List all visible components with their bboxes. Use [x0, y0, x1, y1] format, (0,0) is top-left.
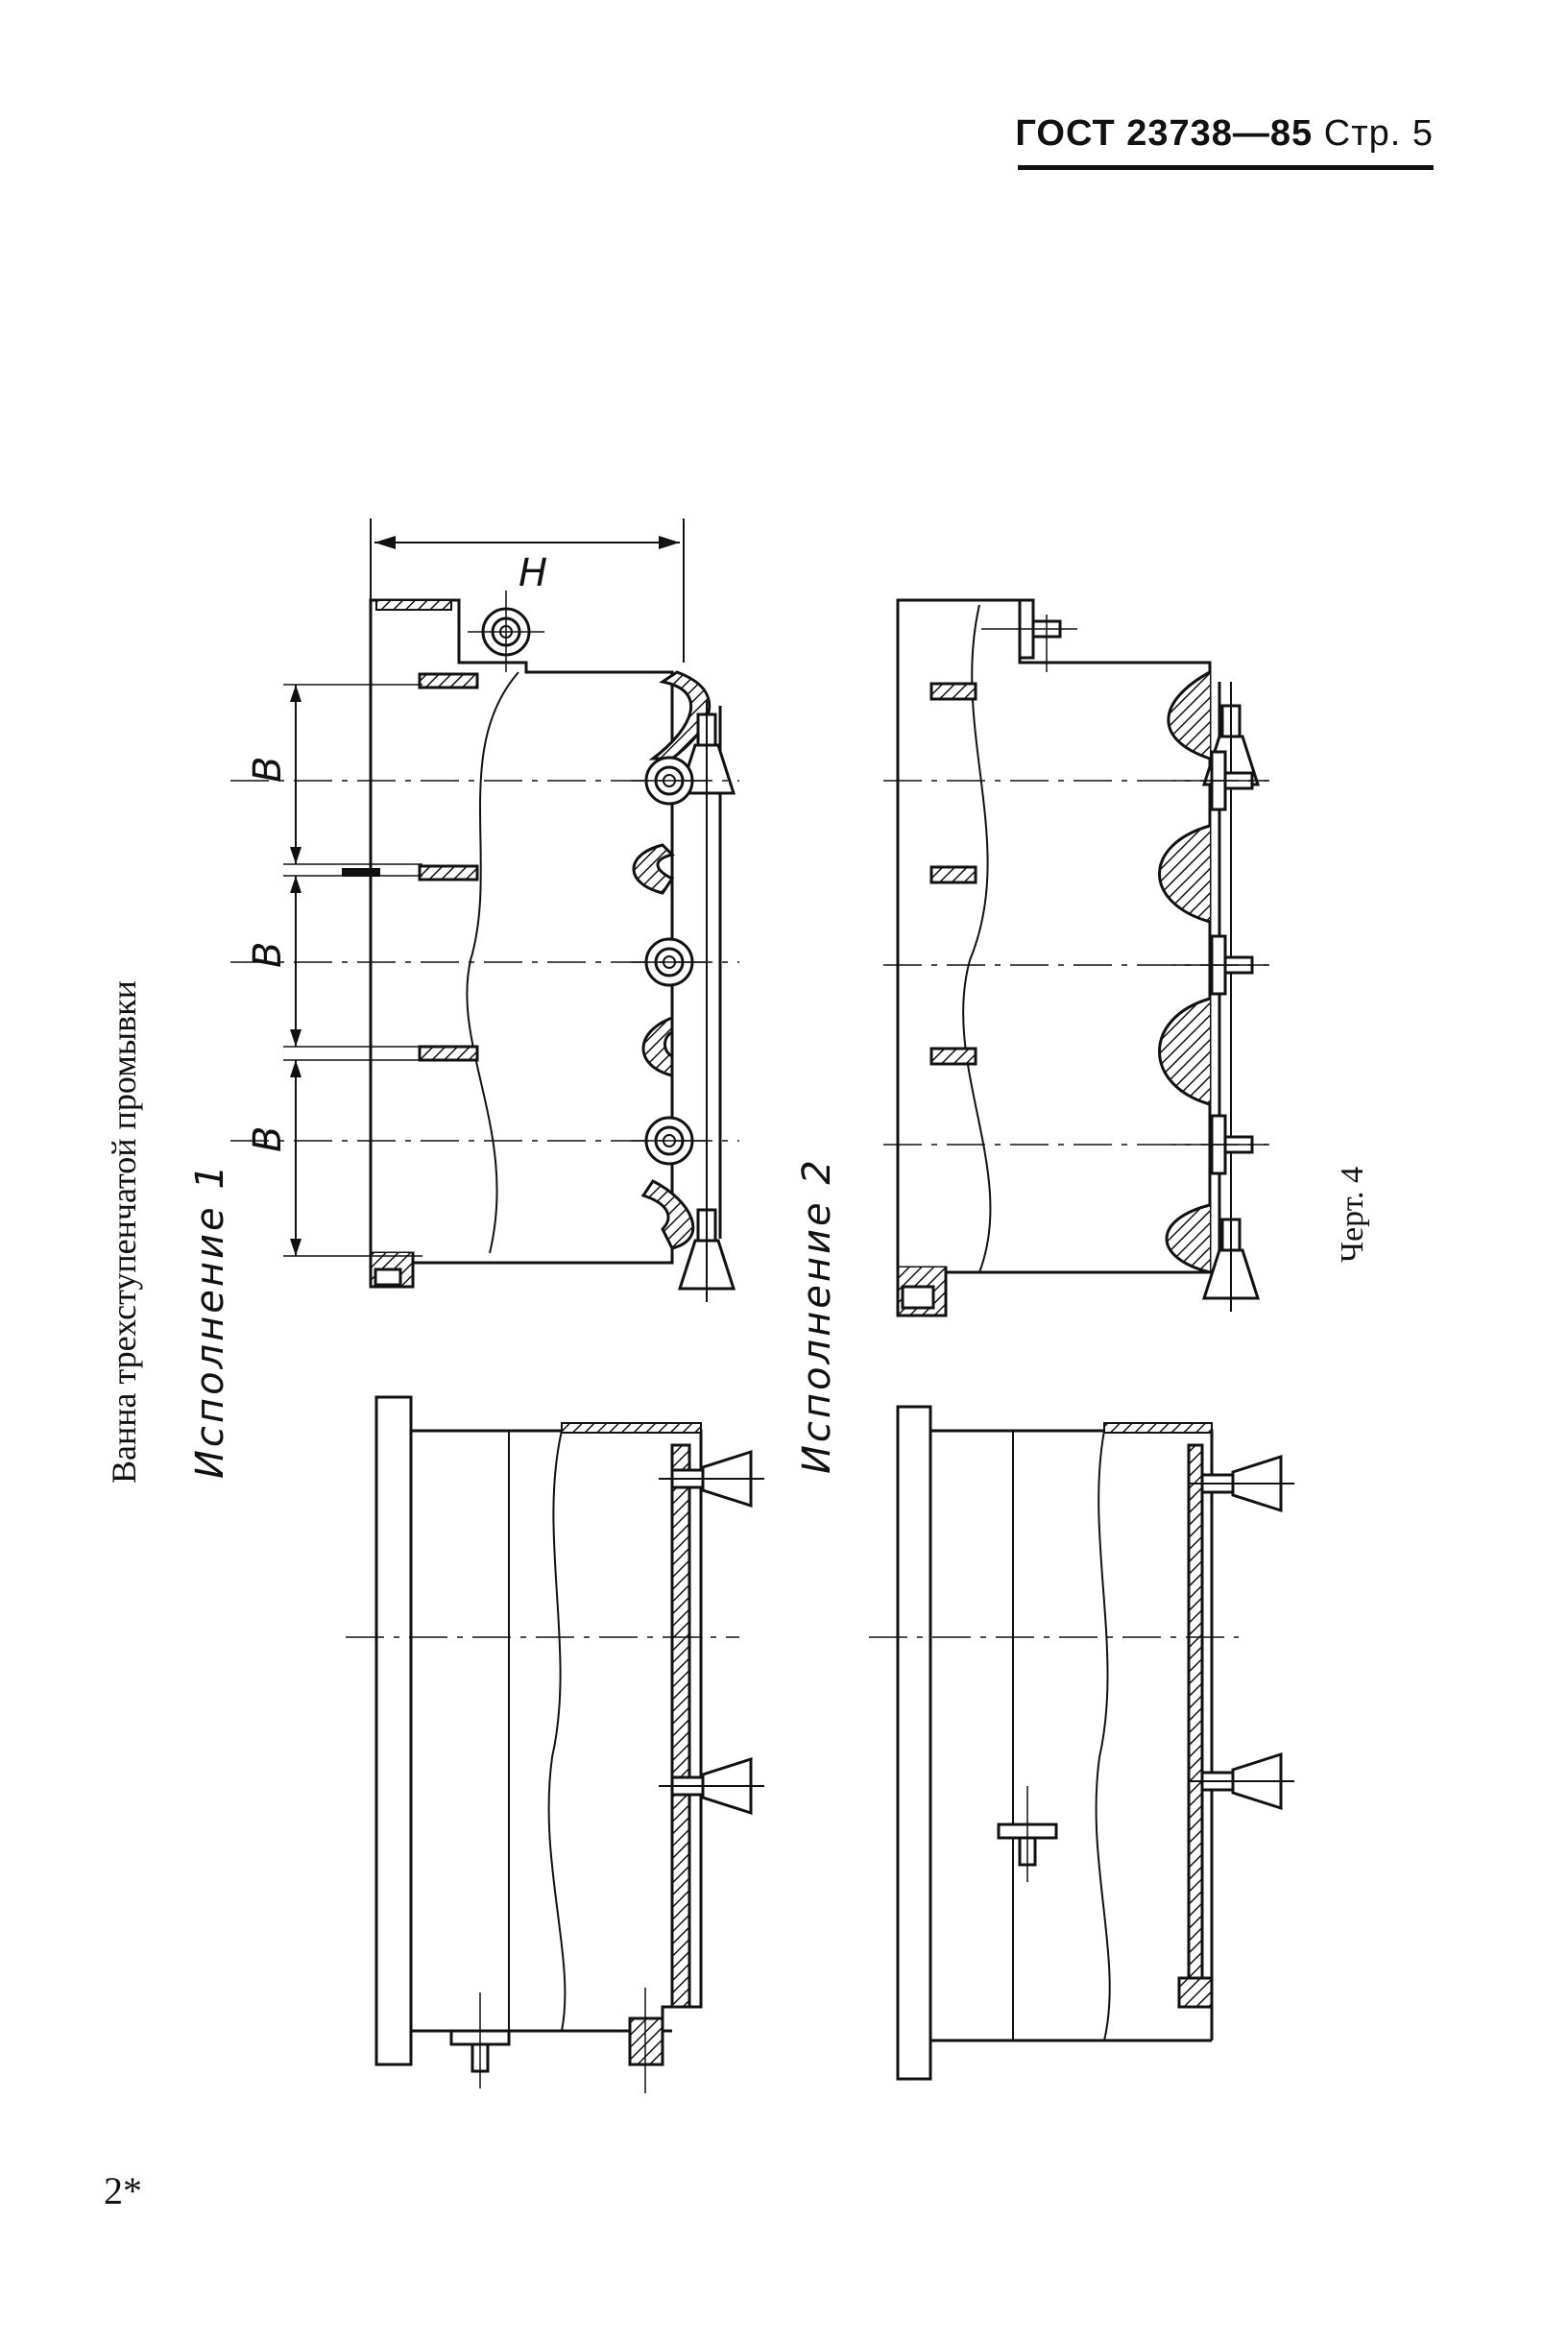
dimension-h-label: H: [519, 551, 547, 595]
footer-page-mark: 2*: [104, 2169, 142, 2212]
dimension-b2-label: B: [246, 942, 290, 968]
variant-1-side-view: [230, 519, 739, 1304]
variant-2-end-view: [869, 1405, 1296, 2081]
header-rule: [1018, 165, 1434, 170]
variant-2-side-view: [883, 598, 1271, 1317]
page-header: ГОСТ 23738—85 Стр. 5: [1015, 113, 1434, 155]
page-number: Стр. 5: [1323, 113, 1434, 154]
variant-1-end-view: [346, 1395, 766, 2093]
dimension-b1-label: B: [246, 757, 290, 783]
standard-code: ГОСТ 23738—85: [1015, 113, 1314, 154]
dimension-b3-label: B: [246, 1126, 290, 1152]
